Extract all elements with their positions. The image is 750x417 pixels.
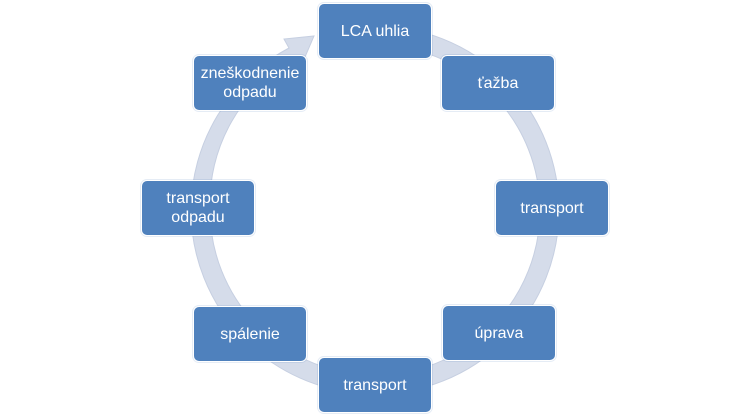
node-transport-2-label: transport [343,376,407,394]
node-transport-1: transport [495,180,609,236]
node-zneskodnenie-odpadu: zneškodnenie odpadu [193,55,307,111]
node-transport-1-label: transport [520,199,584,217]
cycle-ring-band [190,25,560,395]
node-zneskodnenie-odpadu-label: zneškodnenie odpadu [200,65,300,101]
node-tazba: ťažba [441,55,555,111]
node-spalenie: spálenie [193,306,307,362]
node-lca-uhlia-label: LCA uhlia [340,22,410,40]
node-uprava: úprava [442,305,556,361]
node-spalenie-label: spálenie [220,325,280,343]
node-uprava-label: úprava [474,324,524,342]
node-transport-odpadu-label: transport odpadu [166,190,230,226]
node-transport-odpadu: transport odpadu [141,180,255,236]
node-lca-uhlia: LCA uhlia [318,3,432,59]
node-tazba-label: ťažba [477,74,519,92]
node-transport-2: transport [318,357,432,413]
